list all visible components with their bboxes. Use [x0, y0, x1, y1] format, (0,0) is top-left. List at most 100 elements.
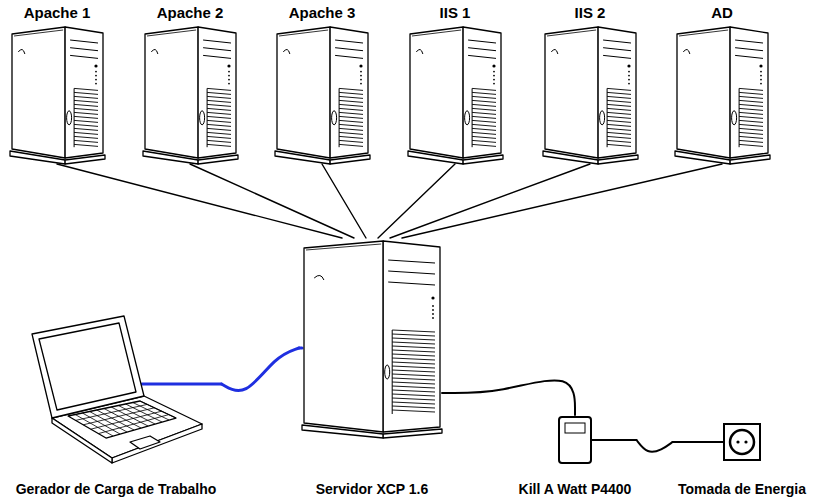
detail-line [74, 88, 98, 90]
detail-line [739, 88, 763, 90]
detail-line [472, 104, 496, 106]
server-tower-frame [675, 24, 770, 164]
detail-line [339, 112, 363, 114]
cable-stub [442, 392, 445, 394]
detail-line [468, 48, 496, 51]
detail-line [133, 403, 169, 421]
detail-line [679, 30, 728, 36]
detail-line [392, 378, 435, 380]
detail-line [392, 402, 435, 404]
detail-line [738, 88, 739, 147]
detail-line [607, 116, 631, 118]
server-tower-node: Servidor XCP 1.6 [299, 238, 445, 498]
server-tower [143, 24, 238, 164]
detail-line [392, 330, 393, 414]
detail-line [207, 128, 231, 130]
status-led [432, 317, 434, 319]
detail-line [739, 104, 763, 106]
detail-line [104, 409, 141, 429]
detail-line [74, 108, 98, 110]
status-led [493, 71, 495, 73]
detail-line [392, 382, 435, 384]
detail-line [547, 30, 596, 36]
detail-line [74, 132, 98, 134]
detail-line [392, 350, 435, 352]
outline-part [730, 27, 768, 158]
outline-part [383, 241, 440, 432]
server-tower-node: AD [672, 4, 773, 164]
detail-line [74, 112, 98, 114]
side-mark [416, 49, 423, 54]
detail-line [603, 55, 631, 58]
side-mark [151, 49, 158, 54]
detail-line [392, 374, 435, 376]
power-led [94, 64, 97, 67]
detail-line [339, 104, 363, 106]
status-led [760, 75, 762, 77]
detail-line [392, 406, 435, 408]
detail-line [607, 132, 631, 134]
outline-part [598, 27, 636, 158]
power-led [227, 64, 230, 67]
status-led [228, 71, 230, 73]
detail-line [339, 108, 363, 110]
power-outlet-frame [722, 422, 762, 462]
detail-line [392, 334, 435, 336]
status-led [360, 83, 362, 85]
power-led [492, 64, 495, 67]
power-led [759, 64, 762, 67]
cable-stub [673, 441, 725, 443]
detail-line [472, 140, 496, 142]
server-tower-node: IIS 1 [405, 4, 506, 164]
detail-line [207, 132, 231, 134]
detail-line [339, 144, 363, 146]
detail-line [607, 140, 631, 142]
detail-line [739, 108, 763, 110]
node-label: Tomada de Energia [676, 480, 808, 498]
detail-line [74, 96, 98, 98]
detail-line [607, 144, 631, 146]
outline-part [32, 316, 144, 418]
network-cable [222, 348, 300, 391]
detail-line [392, 366, 435, 368]
cable-stub [299, 347, 302, 350]
detail-line [339, 116, 363, 118]
outline-part [463, 27, 501, 158]
status-led [628, 83, 630, 85]
detail-line [206, 88, 207, 147]
server-tower [10, 24, 105, 164]
detail-line [339, 132, 363, 134]
status-led [95, 83, 97, 85]
power-outlet [722, 422, 762, 462]
detail-line [388, 271, 435, 274]
detail-line [207, 112, 231, 114]
status-led [628, 71, 630, 73]
side-mark [18, 49, 25, 54]
power-outlet-node: Tomada de Energia [673, 422, 812, 498]
detail-line [471, 88, 472, 147]
detail-line [147, 30, 196, 36]
detail-line [412, 30, 461, 36]
status-led [493, 75, 495, 77]
detail-line [392, 370, 435, 372]
detail-line [74, 128, 98, 130]
network-cable [445, 380, 575, 415]
server-tower-node: IIS 2 [540, 4, 641, 164]
status-led [628, 79, 630, 81]
detail-line [392, 338, 435, 340]
outline-part [330, 27, 368, 158]
detail-line [739, 120, 763, 122]
detail-line [75, 415, 113, 437]
detail-line [207, 88, 231, 90]
server-tower [302, 238, 442, 438]
power-led [627, 64, 630, 67]
detail-line [82, 413, 120, 434]
node-label: IIS 1 [438, 4, 473, 22]
detail-line [74, 120, 98, 122]
detail-line [472, 124, 496, 126]
outline-part [65, 27, 103, 158]
laptop-icon-frame [26, 312, 206, 462]
outline-part [39, 323, 136, 410]
server-tower [675, 24, 770, 164]
node-label: Apache 1 [22, 4, 93, 22]
